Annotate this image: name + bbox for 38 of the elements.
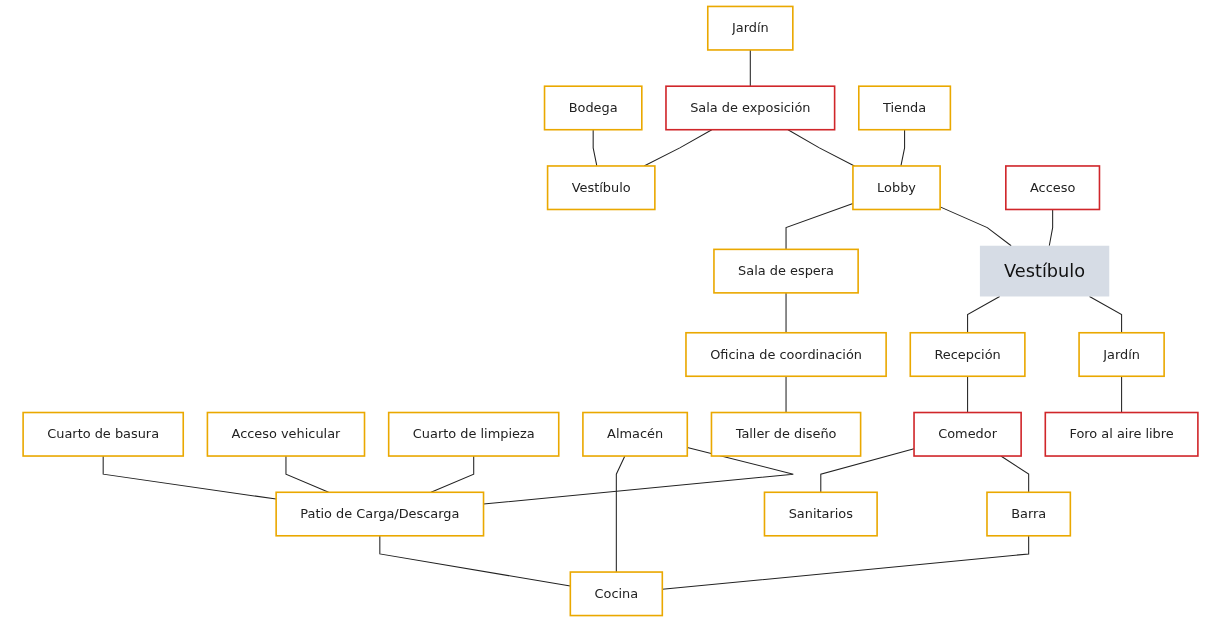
connector <box>1000 455 1030 493</box>
node-box: Almacén <box>582 411 689 457</box>
connector <box>102 455 277 500</box>
connector <box>967 295 1001 334</box>
node-box: Foro al aire libre <box>1044 411 1199 457</box>
connector <box>1089 295 1123 334</box>
connector <box>787 129 855 167</box>
connector <box>967 375 969 414</box>
connector <box>1048 208 1054 247</box>
node-box: Taller de diseño <box>710 411 862 457</box>
node-box: Cocina <box>569 571 664 617</box>
node-box: Jardín <box>706 5 794 51</box>
node-box: Cuarto de basura <box>22 411 185 457</box>
connector <box>592 129 598 167</box>
node-box: Bodega <box>543 85 643 131</box>
connector <box>483 446 794 505</box>
node-box: Recepción <box>909 331 1026 378</box>
node-box: Acceso vehicular <box>206 411 366 457</box>
node-box: Sanitarios <box>763 491 878 537</box>
node-box: Cuarto de limpieza <box>387 411 560 457</box>
connector <box>749 49 751 87</box>
connector <box>900 129 906 167</box>
node-box: Vestíbulo <box>546 165 656 211</box>
node-box: Patio de Carga/Descarga <box>275 491 485 537</box>
node-box: Comedor <box>913 411 1022 457</box>
node-box: Lobby <box>852 165 941 211</box>
node-box: Sala de exposición <box>665 85 836 131</box>
connector <box>379 535 571 587</box>
node-box: Jardín <box>1078 331 1165 378</box>
node-box: Tienda <box>858 85 952 131</box>
node-box: Sala de espera <box>713 248 859 294</box>
node-box: Acceso <box>1005 165 1101 211</box>
node-box: Oficina de coordinación <box>685 331 887 378</box>
node-box: Vestíbulo <box>979 245 1110 297</box>
connector <box>615 455 626 573</box>
connector <box>1121 375 1123 414</box>
node-box: Barra <box>986 491 1072 537</box>
connector <box>820 448 915 493</box>
